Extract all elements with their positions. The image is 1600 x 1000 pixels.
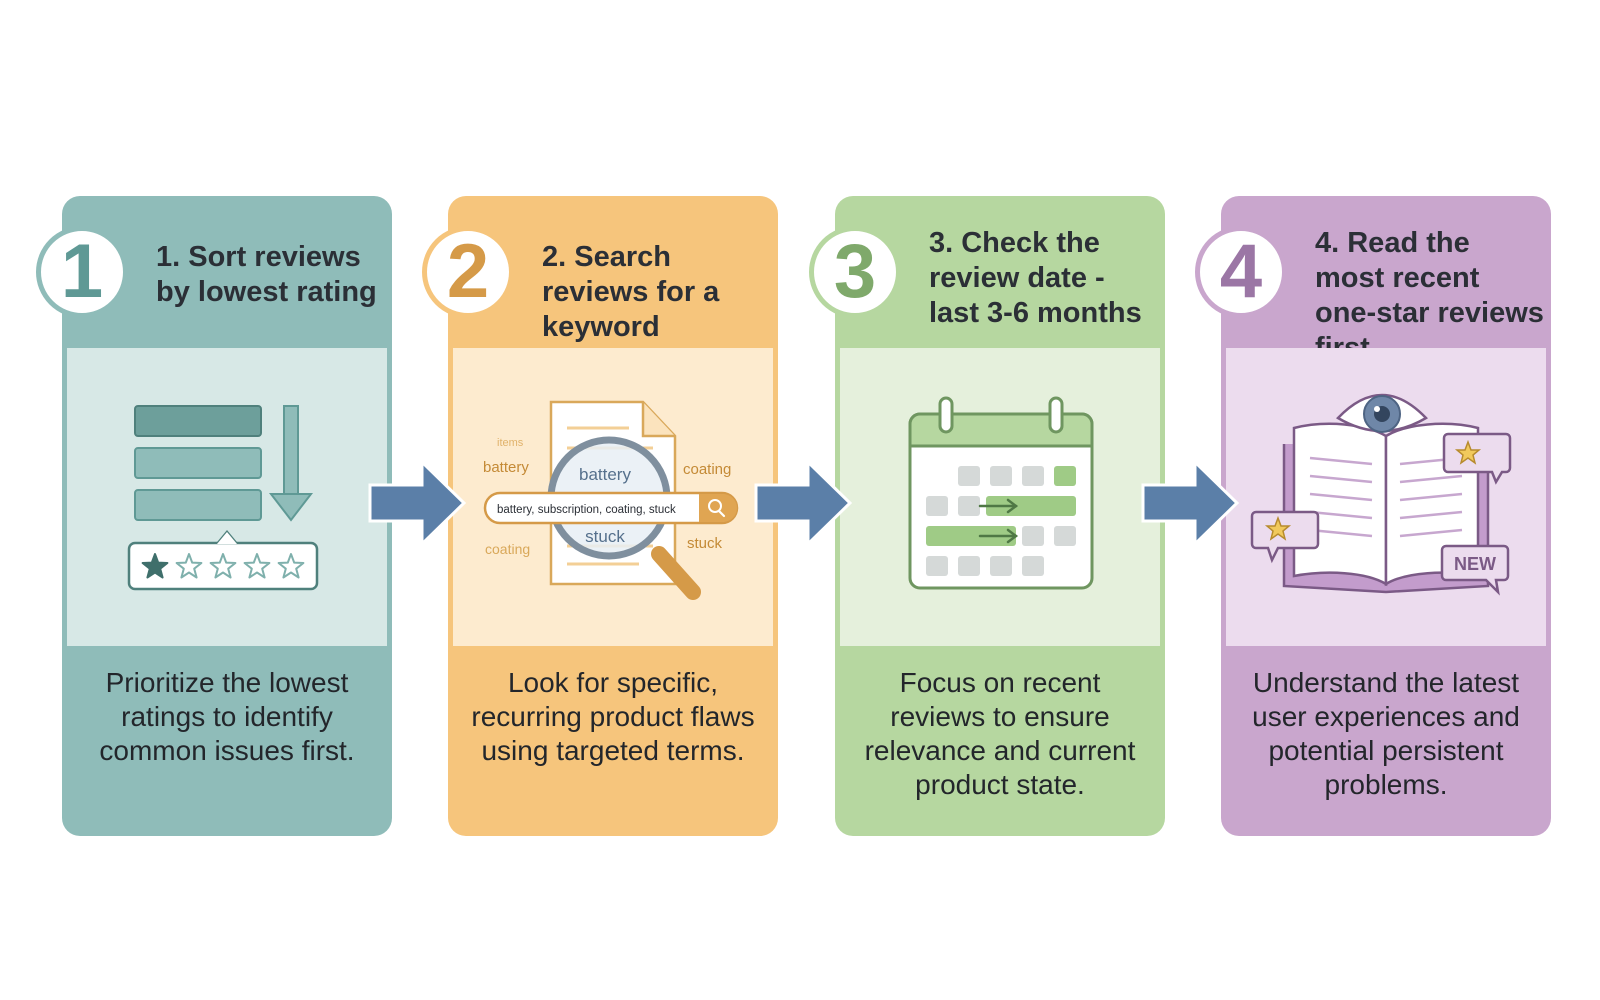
flow-arrow-icon	[754, 460, 853, 546]
step-illustration-3	[840, 348, 1160, 646]
step-illustration-2: items battery coating coating stuck batt…	[453, 348, 773, 646]
flow-arrow-icon	[1141, 460, 1240, 546]
calendar-icon	[908, 396, 1094, 590]
step-header-3: 3. Check the review date - last 3-6 mont…	[835, 196, 1165, 348]
step-number-badge-2: 2	[422, 226, 514, 318]
step-description-3: Focus on recent reviews to ensure releva…	[864, 667, 1136, 800]
step-number-badge-3: 3	[809, 226, 901, 318]
float-word-battery: battery	[483, 459, 529, 476]
star-empty-icon	[175, 553, 203, 579]
step-header-1: 1. Sort reviews by lowest rating	[62, 196, 392, 348]
date-range-arrow-icon	[978, 498, 1019, 544]
new-badge	[1440, 544, 1510, 596]
sorted-list-icon	[134, 405, 262, 521]
step-illustration-4: NEW	[1226, 348, 1546, 646]
step-header-2: 2. Search reviews for a keyword	[448, 196, 778, 348]
new-badge-label: NEW	[1454, 554, 1496, 574]
step-card-3: 3. Check the review date - last 3-6 mont…	[835, 196, 1165, 836]
float-word-coating-right: coating	[683, 461, 731, 478]
float-word-items: items	[497, 437, 524, 449]
star-filled-icon	[141, 553, 169, 579]
eye-icon	[1336, 393, 1428, 433]
review-bubble-star-icon	[1442, 432, 1512, 485]
float-word-coating-left: coating	[485, 541, 530, 557]
star-empty-icon	[209, 553, 237, 579]
step-card-4: 4. Read the most recent one-star reviews…	[1221, 196, 1551, 836]
search-bar	[483, 491, 739, 525]
step-card-1: 1. Sort reviews by lowest rating Priorit…	[62, 196, 392, 836]
step-description-4: Understand the latest user experiences a…	[1252, 667, 1520, 800]
review-bubble-star-icon	[1250, 510, 1320, 564]
step-description-1: Prioritize the lowest ratings to identif…	[99, 667, 355, 766]
star-rating-icon	[141, 553, 305, 579]
star-empty-icon	[277, 553, 305, 579]
step-title-3: 3. Check the review date - last 3-6 mont…	[929, 227, 1142, 329]
step-description-2: Look for specific, recurring product fla…	[471, 667, 755, 766]
flow-arrow-icon	[368, 460, 467, 546]
sort-descending-arrow-icon	[268, 405, 314, 522]
step-title-4: 4. Read the most recent one-star reviews…	[1315, 227, 1544, 364]
lens-word-stuck: stuck	[585, 527, 625, 546]
step-title-1: 1. Sort reviews by lowest rating	[156, 241, 377, 308]
step-number-badge-4: 4	[1195, 226, 1287, 318]
search-icon	[708, 499, 726, 518]
step-title-2: 2. Search reviews for a keyword	[542, 241, 720, 343]
star-empty-icon	[243, 553, 271, 579]
step-card-2: 2. Search reviews for a keyword items ba…	[448, 196, 778, 836]
float-word-stuck: stuck	[687, 535, 723, 552]
step-illustration-1	[67, 348, 387, 646]
step-number-badge-1: 1	[36, 226, 128, 318]
search-query-text: battery, subscription, coating, stuck	[497, 504, 676, 516]
lens-word-battery: battery	[579, 465, 631, 484]
